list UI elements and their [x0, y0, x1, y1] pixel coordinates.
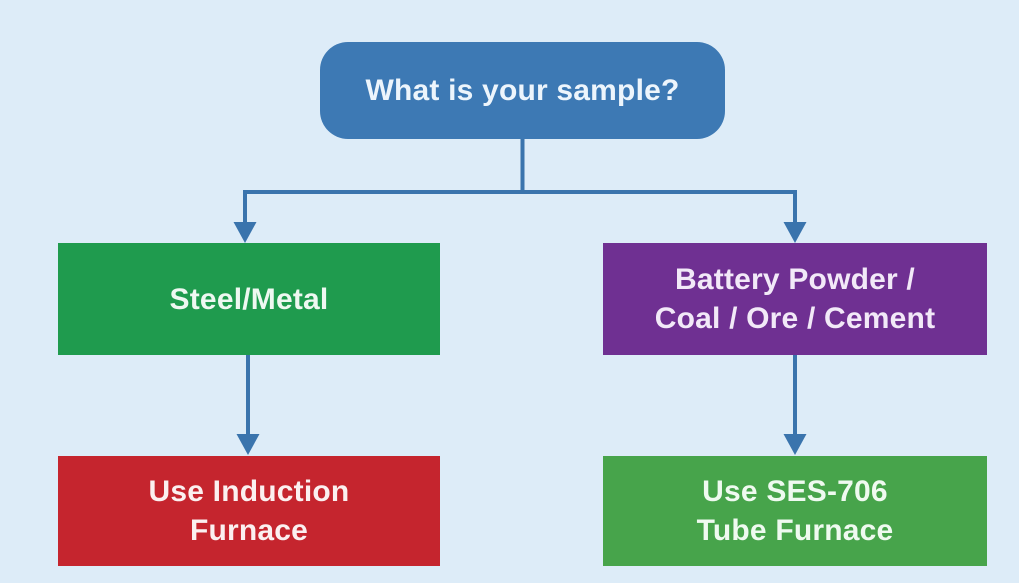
node-induction-label-line1: Use Induction: [148, 475, 350, 508]
arrowhead-to-battery: [783, 222, 807, 243]
node-battery-label-line2: Coal / Ore / Cement: [654, 302, 936, 335]
node-steel-metal-label: Steel/Metal: [169, 282, 329, 316]
node-ses706-label-line2: Tube Furnace: [696, 514, 894, 547]
node-ses706-label-line1: Use SES-706: [702, 475, 888, 508]
node-battery-coal-ore-cement: Battery Powder / Coal / Ore / Cement: [603, 243, 987, 355]
node-induction-label-line2: Furnace: [189, 514, 309, 547]
node-question: What is your sample?: [320, 42, 725, 139]
node-use-induction-furnace: Use Induction Furnace: [58, 456, 440, 566]
node-steel-metal: Steel/Metal: [58, 243, 440, 355]
node-battery-label-line1: Battery Powder /: [675, 263, 915, 296]
node-use-ses706-tube-furnace: Use SES-706 Tube Furnace: [603, 456, 987, 566]
arrowhead-to-ses: [783, 434, 807, 455]
arrowhead-to-induction: [236, 434, 260, 455]
arrowhead-to-steel: [233, 222, 257, 243]
node-question-label: What is your sample?: [365, 74, 680, 107]
connector-question-fork: [243, 139, 797, 224]
